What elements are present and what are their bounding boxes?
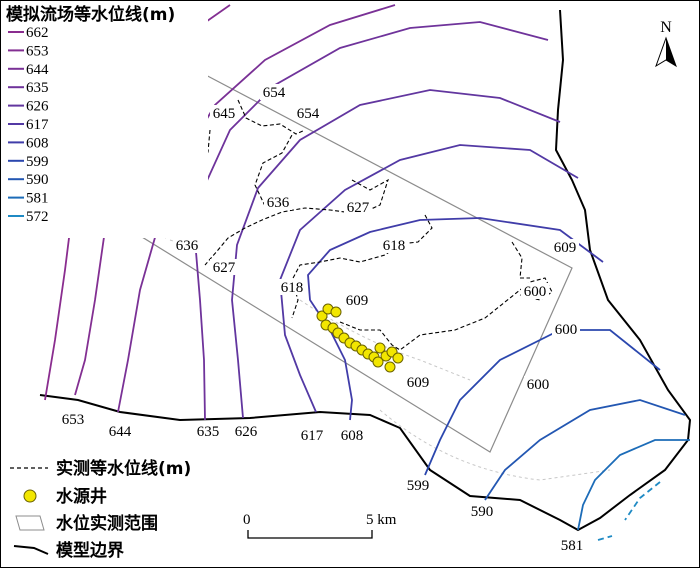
sim-contour-label: 653 [62,412,85,428]
well-marker [384,361,396,373]
well-marker [374,342,386,354]
legend-item-662: 662 [26,25,49,41]
well-marker [372,356,384,368]
measured-contours [164,99,553,351]
legend-survey-area-icon [15,515,45,531]
well-marker [316,310,328,322]
north-arrow: N [655,19,677,68]
wells [316,303,404,373]
sim-contour-label: 599 [407,478,430,494]
measured-contour-600 [511,241,530,279]
scale-bar: 0 5 km [243,512,397,539]
measured-contour-609 [339,277,553,351]
measured-contour-label: 600 [524,284,547,300]
legend-boundary-icon [13,545,49,555]
legend-item-581: 581 [26,191,49,207]
measured-contour-627 [254,134,293,207]
measured-contour-654 [237,99,306,135]
sim-contour-581 [577,439,690,531]
sim-contour-590 [484,399,686,501]
sim-contour-label: 617 [301,428,324,444]
sim-contour-572 [597,481,661,541]
measured-contour-label: 618 [383,238,406,254]
legend-item-617: 617 [26,117,49,133]
sim-contour-label: 626 [235,424,258,440]
scale-end: 5 km [366,512,397,528]
legend-item-644: 644 [26,62,49,78]
legend-item-599: 599 [26,154,49,170]
sim-contour-599 [424,329,661,476]
sim-contour-617 [279,144,579,413]
sim-contour-label: 590 [471,504,494,520]
sim-contour-label: 608 [341,428,364,444]
sim-contour-626 [231,89,561,419]
legend-well: 水源井 [56,486,107,507]
measured-contour-label: 627 [347,200,370,216]
measured-contour-label: 636 [176,238,199,254]
legend-measured-contour: 实测等水位线(m) [56,458,191,479]
legend-item-572: 572 [26,209,49,225]
measured-contour-label: 654 [297,106,320,122]
sim-contour-label: 635 [197,424,220,440]
well-marker [330,306,342,318]
measured-contour-label: 627 [213,260,236,276]
measured-contour-label: 609 [554,240,577,256]
legend-simulated: 模拟流场等水位线(m) 662 653 644 635 626 617 608 599 590 5… [2,2,208,238]
measured-contour-label: 645 [213,106,236,122]
measured-contour-label: 609 [346,293,369,309]
sim-contour-635 [194,21,549,421]
measured-contour-label: 618 [281,280,304,296]
model-boundary [39,9,692,532]
measured-contour-label: 600 [527,377,550,393]
legend-item-590: 590 [26,172,49,188]
legend-item-653: 653 [26,43,49,59]
measured-contour-label: 654 [263,85,286,101]
scale-start: 0 [243,512,251,528]
legend-sim-title: 模拟流场等水位线(m) [6,4,175,25]
legend-survey-area: 水位实测范围 [56,513,158,534]
well-marker [392,352,404,364]
north-label: N [660,19,672,36]
measured-contour-label: 600 [555,322,578,338]
sim-contour-label: 644 [109,424,132,440]
legend-boundary: 模型边界 [56,540,124,561]
legend-well-icon [23,489,37,503]
sim-contour-label: 581 [561,538,584,554]
measured-contour-label: 636 [267,195,290,211]
measured-contour-636 [204,178,389,266]
legend-item-635: 635 [26,80,49,96]
legend-bottom: 实测等水位线(m) 水源井 水位实测范围 模型边界 [2,452,222,562]
legend-item-608: 608 [26,135,49,151]
legend-item-626: 626 [26,99,49,115]
measured-contour-label: 609 [407,375,430,391]
